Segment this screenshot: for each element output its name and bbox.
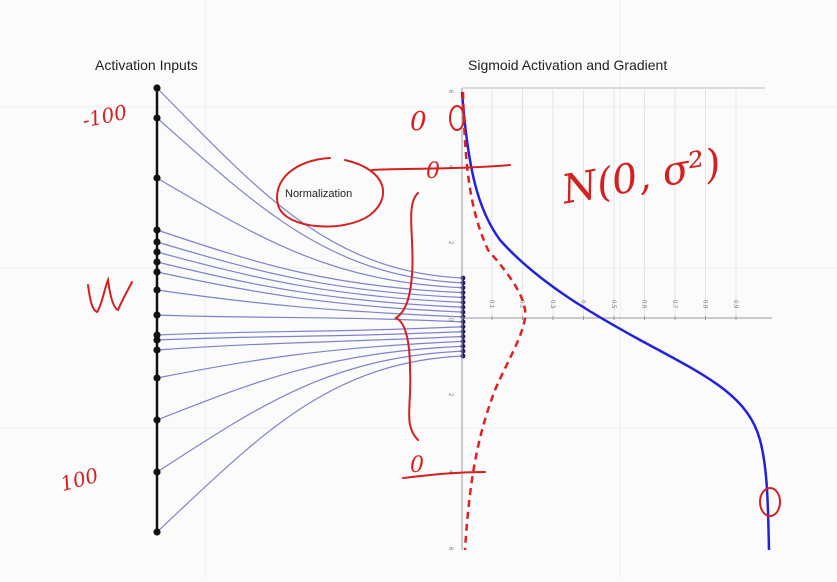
connection-line	[156, 331, 464, 341]
output-node-dot	[460, 329, 466, 335]
y-tick-label: 6	[447, 90, 453, 94]
input-node-dot	[153, 268, 161, 276]
connection-line	[156, 271, 464, 313]
input-node-dot	[153, 416, 161, 424]
sigmoid-x-tick-labels: 0.1 0.2 0.3 0.4 0.5 0.6 0.7 0.8 0.9	[488, 300, 738, 309]
output-node-dot	[460, 285, 466, 291]
input-nodes	[153, 84, 161, 536]
normalization-circle	[276, 157, 385, 228]
y-tick-label: 0	[447, 318, 453, 322]
annotation-bottom-value: 100	[58, 463, 101, 496]
connection-line	[156, 335, 464, 351]
y-tick-label: 2	[447, 241, 453, 245]
connection-line	[156, 355, 464, 533]
y-tick-label: 4	[447, 165, 453, 169]
output-node-dot	[460, 334, 466, 339]
x-tick-label: 0.4	[580, 300, 586, 309]
connection-line	[156, 350, 464, 473]
x-tick-label: 0.3	[549, 300, 555, 309]
connection-line	[156, 345, 464, 421]
input-node-dot	[153, 114, 161, 122]
input-node-dot	[153, 528, 161, 536]
input-node-dot	[153, 258, 161, 266]
w-symbol-strokes	[87, 276, 133, 314]
output-node-dot	[460, 343, 466, 349]
input-node-dot	[153, 346, 161, 354]
connection-lines	[156, 87, 464, 533]
annotation-top-value: -100	[80, 100, 129, 133]
gradient-curve	[461, 91, 527, 551]
x-tick-label: 0.8	[702, 300, 708, 309]
input-node-dot	[153, 238, 161, 246]
annotation-zero-bottom: 0	[410, 453, 424, 478]
y-tick-label: 4	[447, 470, 453, 474]
y-tick-label: 2	[447, 393, 453, 397]
x-tick-label: 0.1	[488, 300, 494, 309]
activation-inputs-title: Activation Inputs	[95, 57, 198, 73]
sigmoid-grid	[491, 88, 737, 320]
handwritten-annotations	[87, 105, 781, 517]
output-node-dot	[460, 324, 466, 330]
output-node-dot	[460, 275, 466, 281]
annotation-distribution: N(0, σ²)	[557, 140, 724, 213]
normalization-label: Normalization	[285, 188, 353, 200]
output-node-dot	[460, 338, 466, 344]
y-tick-label: 6	[447, 547, 453, 551]
output-node-dot	[460, 290, 466, 296]
output-node-dot	[460, 319, 466, 325]
output-node-dot	[460, 304, 466, 310]
x-tick-label: 0.9	[732, 300, 738, 309]
input-node-dot	[153, 248, 161, 256]
connection-line	[156, 117, 464, 284]
normalization-stroke	[371, 164, 511, 171]
output-nodes	[460, 275, 466, 359]
output-node-dot	[460, 348, 466, 354]
input-node-dot	[153, 336, 161, 344]
output-node-dot	[460, 353, 466, 359]
input-node-dot	[153, 226, 161, 234]
zero-circle-bottom-right	[759, 487, 781, 517]
output-node-dot	[460, 314, 466, 320]
connection-line	[156, 177, 464, 289]
connection-line	[156, 229, 464, 294]
annotation-zero-top-left: 0	[410, 107, 427, 137]
connection-line	[156, 326, 464, 336]
input-node-dot	[153, 468, 161, 476]
output-node-dot	[460, 309, 466, 315]
connection-line	[156, 289, 464, 318]
input-node-dot	[153, 286, 161, 294]
x-tick-label: 0.7	[671, 300, 677, 309]
input-node-dot	[153, 374, 161, 382]
sigmoid-curve	[460, 91, 771, 551]
connection-line	[156, 314, 464, 323]
annotation-zero-normalization: 0	[426, 159, 440, 184]
x-tick-label: 0.6	[641, 300, 647, 309]
bottom-stroke	[402, 471, 486, 479]
sigmoid-y-tick-labels: 6 4 2 0 2 4 6	[447, 90, 453, 551]
normalization-brace	[393, 192, 419, 441]
connection-line	[156, 261, 464, 308]
sigmoid-chart-title: Sigmoid Activation and Gradient	[468, 57, 668, 73]
output-node-dot	[460, 295, 466, 300]
connection-line	[156, 251, 464, 303]
connection-line	[156, 340, 464, 379]
x-tick-label: 0.2	[519, 300, 525, 309]
output-node-dot	[460, 299, 466, 305]
connection-line	[156, 241, 464, 299]
x-tick-label: 0.5	[610, 300, 616, 309]
input-node-dot	[153, 84, 161, 92]
zero-top-oval	[449, 105, 465, 131]
input-node-dot	[153, 174, 161, 182]
output-node-dot	[460, 280, 466, 286]
input-node-dot	[153, 331, 161, 339]
input-node-dot	[153, 311, 161, 319]
